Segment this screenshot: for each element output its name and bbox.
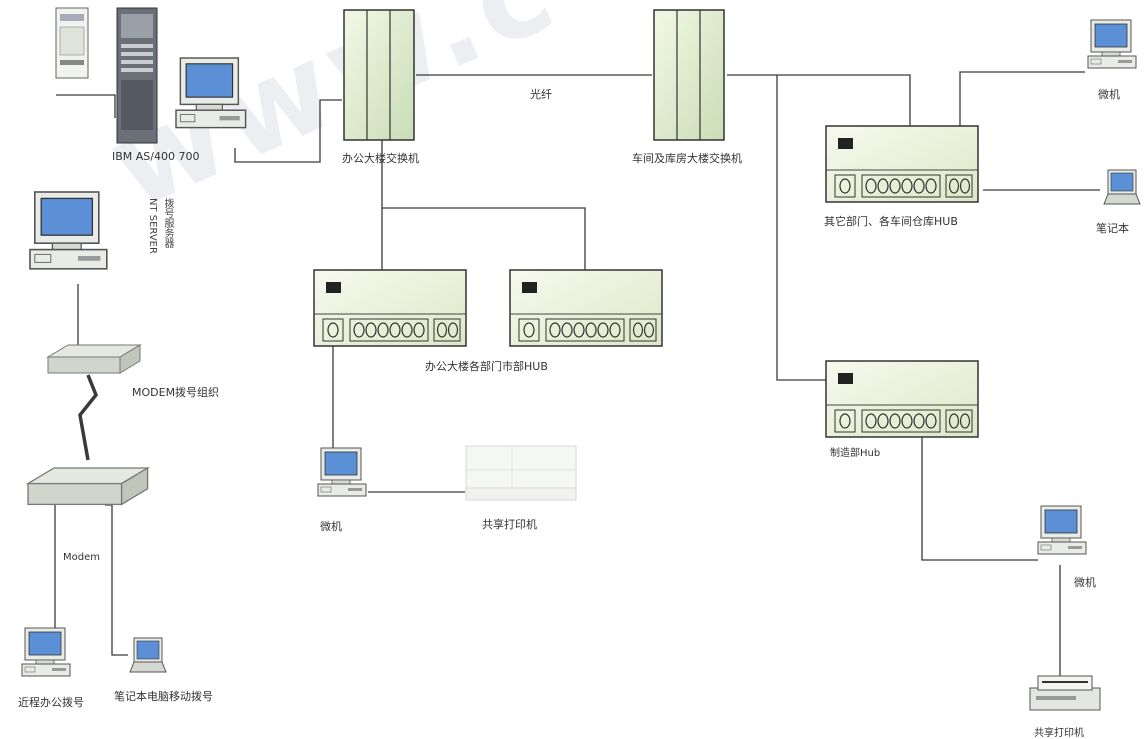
office-hub-2 — [510, 270, 662, 346]
right-laptop — [1104, 170, 1140, 204]
office-pc-label: 微机 — [320, 518, 342, 534]
mfg-pc — [1038, 506, 1086, 554]
top-right-pc — [1088, 20, 1136, 68]
mfg-printer-label: 共享打印机 — [1034, 724, 1084, 739]
workshop-switch-label: 车间及库房大楼交换机 — [632, 150, 742, 166]
office-hub-label: 办公大楼各部门市部HUB — [425, 358, 548, 374]
mobile-dial-laptop — [130, 638, 166, 672]
office-pc — [318, 448, 366, 496]
nt-server-label: NT SERVER — [147, 198, 158, 254]
remote-modem — [28, 468, 148, 504]
ibm-console-pc — [176, 58, 246, 128]
mfg-shared-printer — [1030, 676, 1100, 710]
office-building-switch — [344, 10, 414, 140]
modem-label: Modem — [63, 552, 100, 563]
office-hub-1 — [314, 270, 466, 346]
manufacturing-hub — [826, 361, 978, 437]
office-printer-label: 共享打印机 — [482, 516, 537, 532]
remote-office-pc — [22, 628, 70, 676]
ibm-as400-server — [56, 8, 157, 143]
office-shared-printer — [466, 446, 576, 500]
mfg-pc-label: 微机 — [1074, 574, 1096, 590]
remote-office-label: 近程办公拨号 — [18, 694, 84, 710]
other-hub-label: 其它部门、各车间仓库HUB — [824, 213, 958, 229]
modem-group-label: MODEM拨号组织 — [132, 384, 219, 400]
fiber-label: 光纤 — [530, 86, 552, 102]
office-switch-label: 办公大楼交换机 — [342, 150, 419, 166]
workshop-warehouse-switch — [654, 10, 724, 140]
nt-dial-server-pc — [30, 192, 107, 269]
modem-pool — [48, 345, 140, 373]
dial-server-label: 拨号服务器 — [160, 198, 175, 248]
laptop-dial-label: 笔记本电脑移动拨号 — [114, 688, 213, 704]
right-laptop-label: 笔记本 — [1096, 220, 1129, 236]
other-dept-hub — [826, 126, 978, 202]
ibm-as400-label: IBM AS/400 700 — [112, 150, 199, 163]
top-right-pc-label: 微机 — [1098, 86, 1120, 102]
mfg-hub-label: 制造部Hub — [830, 444, 880, 459]
